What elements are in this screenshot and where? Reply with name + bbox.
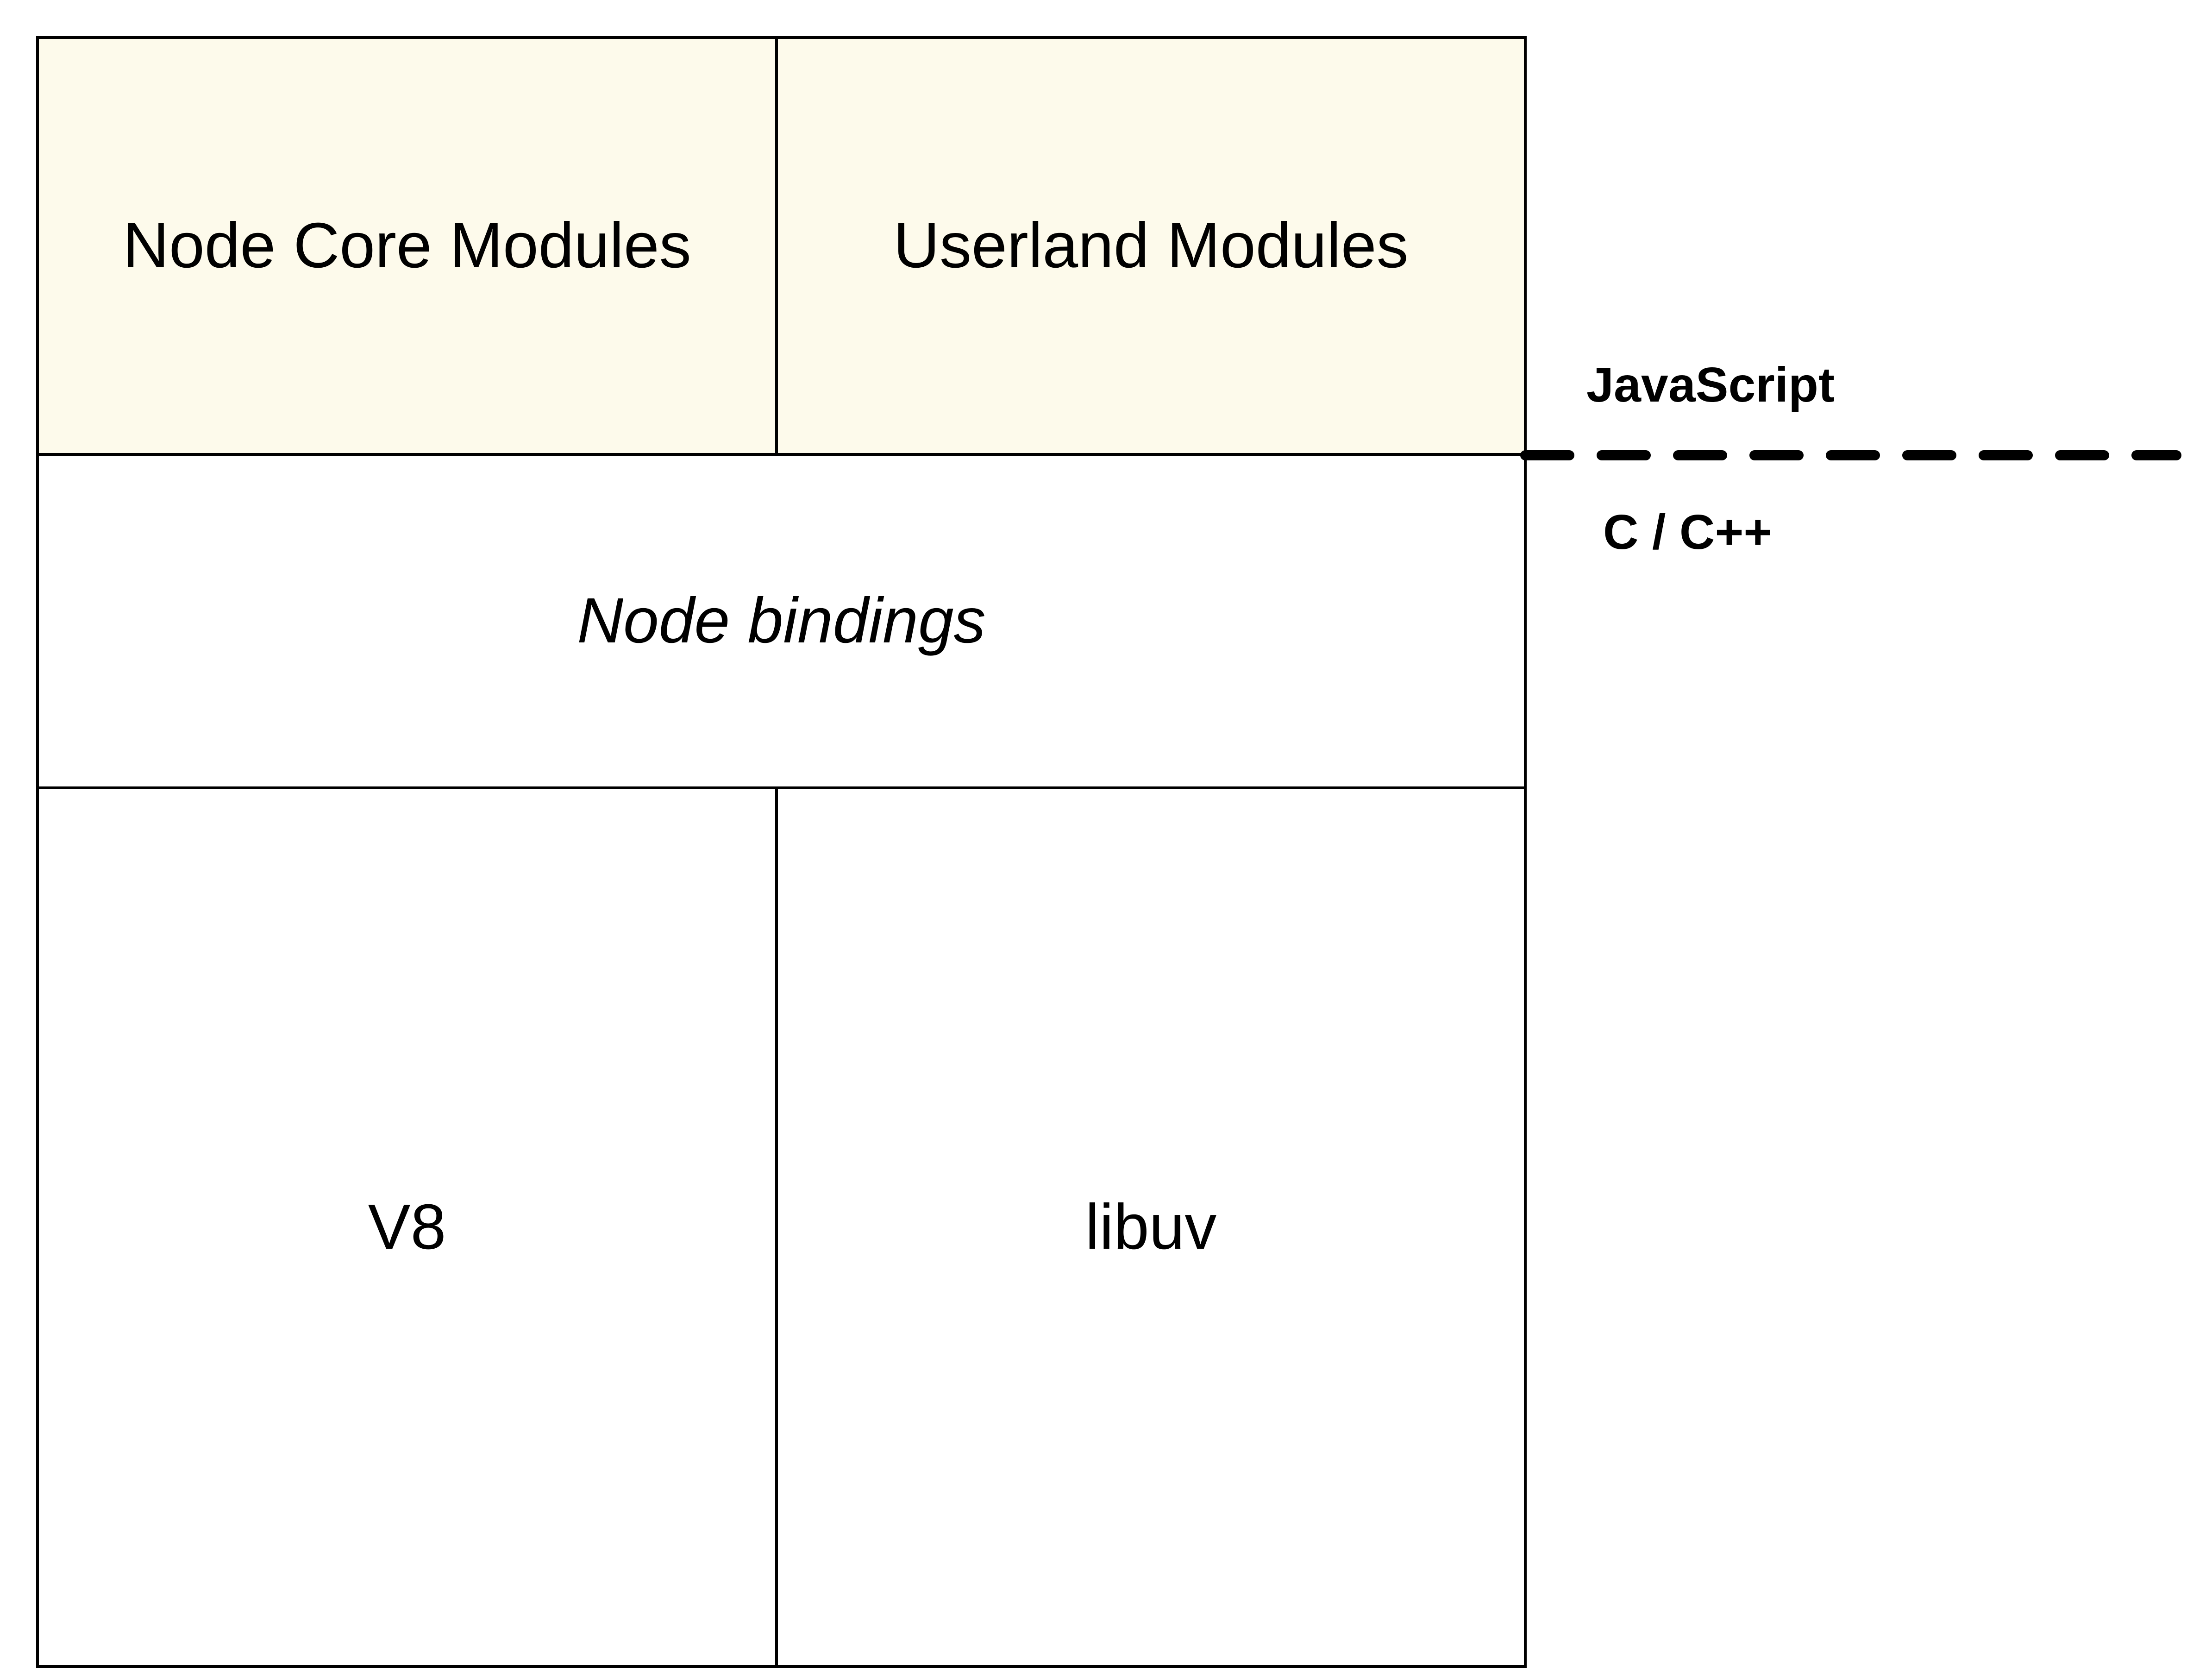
node-core-modules-label: Node Core Modules <box>123 210 691 282</box>
v8-label: V8 <box>368 1191 446 1263</box>
cpp-layer-label: C / C++ <box>1603 505 1773 560</box>
node-bindings-box: Node bindings <box>38 454 1525 788</box>
userland-modules-label: Userland Modules <box>893 210 1409 282</box>
libuv-box: libuv <box>777 788 1525 1666</box>
node-core-modules-box: Node Core Modules <box>38 38 777 454</box>
libuv-label: libuv <box>1085 1191 1217 1263</box>
node-bindings-label: Node bindings <box>577 585 986 657</box>
javascript-layer-label: JavaScript <box>1586 358 1835 412</box>
v8-box: V8 <box>38 788 777 1666</box>
userland-modules-box: Userland Modules <box>777 38 1525 454</box>
